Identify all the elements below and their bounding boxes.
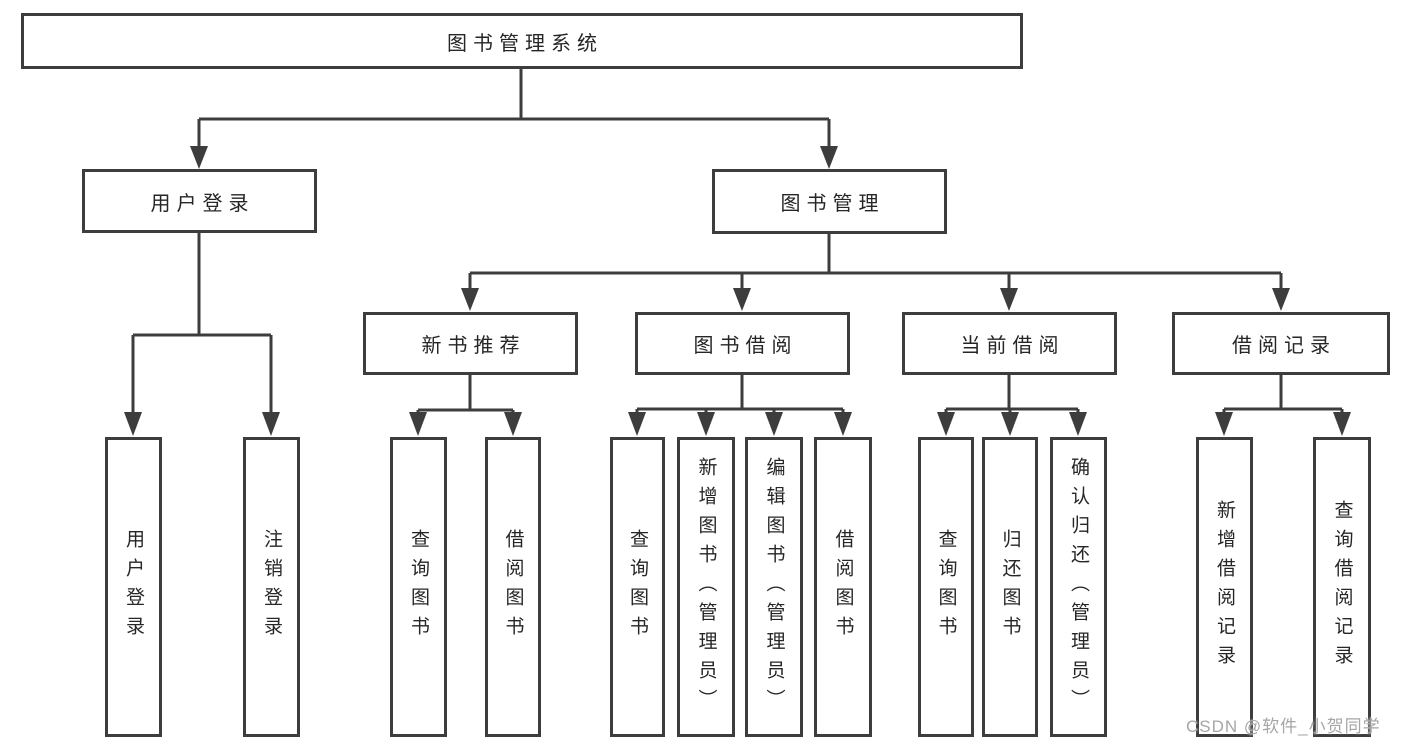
node-label: 查询借阅记录: [1331, 500, 1353, 674]
node-label: 用户登录: [123, 529, 144, 645]
node-book-borrow: 图书借阅: [635, 312, 850, 375]
node-label: 编辑图书（管理员）: [763, 456, 785, 718]
node-root-system: 图书管理系统: [21, 13, 1023, 69]
node-label: 当前借阅: [960, 335, 1065, 357]
arrow-down-icon: [820, 146, 838, 169]
node-label: 借阅记录: [1232, 335, 1336, 357]
leaf-borrow-add-book-admin: 新增图书（管理员）: [677, 437, 735, 737]
arrow-down-icon: [409, 412, 427, 436]
arrow-down-icon: [1215, 412, 1233, 436]
node-label: 图书管理: [780, 193, 885, 215]
node-label: 查询图书: [935, 529, 957, 645]
arrow-down-icon: [504, 412, 522, 436]
node-label: 注销登录: [261, 529, 282, 645]
connector-borrow-to-leaves: [628, 375, 852, 436]
leaf-recommend-borrow-book: 借阅图书: [485, 437, 541, 737]
node-book-management: 图书管理: [712, 169, 947, 234]
leaf-records-add-record: 新增借阅记录: [1196, 437, 1253, 737]
connector-recommend-to-leaves: [409, 375, 522, 436]
arrow-down-icon: [124, 412, 142, 436]
connector-login-to-leaves: [124, 233, 280, 436]
node-label: 新增图书（管理员）: [695, 456, 717, 718]
connector-records-to-leaves: [1215, 375, 1351, 436]
arrow-down-icon: [628, 412, 646, 436]
node-new-book-recommend: 新书推荐: [363, 312, 578, 375]
node-label: 图书借阅: [693, 335, 798, 357]
leaf-borrow-query-book: 查询图书: [610, 437, 665, 737]
leaf-records-query-record: 查询借阅记录: [1313, 437, 1371, 737]
arrow-down-icon: [262, 412, 280, 436]
leaf-logout-login: 注销登录: [243, 437, 300, 737]
arrow-down-icon: [765, 412, 783, 436]
arrow-down-icon: [1001, 412, 1019, 436]
node-user-login: 用户登录: [82, 169, 317, 233]
connector-current-to-leaves: [937, 375, 1087, 436]
leaf-recommend-query-book: 查询图书: [390, 437, 447, 737]
node-label: 归还图书: [999, 529, 1021, 645]
node-label: 图书管理系统: [447, 32, 603, 55]
node-label: 用户登录: [150, 192, 255, 215]
node-current-borrow: 当前借阅: [902, 312, 1117, 375]
arrow-down-icon: [733, 288, 751, 311]
arrow-down-icon: [461, 288, 479, 311]
arrow-down-icon: [697, 412, 715, 436]
node-borrow-records: 借阅记录: [1172, 312, 1390, 375]
leaf-current-confirm-return-admin: 确认归还（管理员）: [1050, 437, 1107, 737]
node-label: 确认归还（管理员）: [1068, 456, 1089, 718]
csdn-watermark: CSDN @软件_小贺同学: [1186, 717, 1381, 736]
arrow-down-icon: [1069, 412, 1087, 436]
node-label: 查询图书: [627, 529, 648, 645]
leaf-current-query-book: 查询图书: [918, 437, 974, 737]
node-label: 借阅图书: [502, 529, 524, 645]
node-label: 查询图书: [408, 529, 429, 645]
node-label: 新增借阅记录: [1214, 500, 1235, 674]
connector-root-to-level1: [190, 69, 838, 169]
arrow-down-icon: [834, 412, 852, 436]
node-label: 新书推荐: [421, 335, 526, 357]
leaf-user-login: 用户登录: [105, 437, 162, 737]
leaf-borrow-borrow-book: 借阅图书: [814, 437, 872, 737]
arrow-down-icon: [937, 412, 955, 436]
connector-management-to-level2: [461, 234, 1290, 311]
arrow-down-icon: [1000, 288, 1018, 311]
arrow-down-icon: [1272, 288, 1290, 311]
arrow-down-icon: [190, 146, 208, 169]
arrow-down-icon: [1333, 412, 1351, 436]
leaf-borrow-edit-book-admin: 编辑图书（管理员）: [745, 437, 803, 737]
node-label: 借阅图书: [832, 529, 854, 645]
leaf-current-return-book: 归还图书: [982, 437, 1038, 737]
